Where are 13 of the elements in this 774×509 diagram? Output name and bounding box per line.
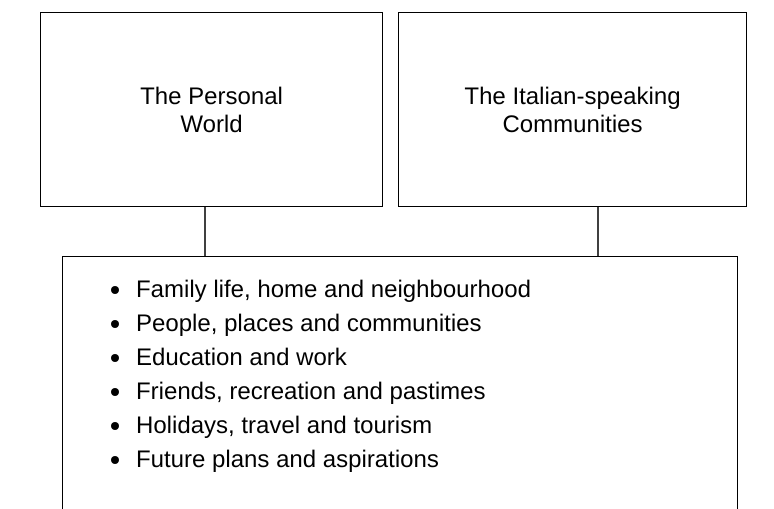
- list-item: People, places and communities: [111, 307, 531, 341]
- theme-title: The Italian-speaking Communities: [463, 83, 682, 139]
- theme-box: [398, 12, 747, 207]
- list-item: Holidays, travel and tourism: [111, 409, 531, 443]
- topic-list-box: [62, 256, 738, 509]
- connector-line: [204, 207, 206, 256]
- theme-box: [40, 12, 383, 207]
- connector-line: [597, 207, 599, 256]
- list-item: Education and work: [111, 341, 531, 375]
- theme-title: The Personal World: [139, 83, 284, 139]
- list-item: Family life, home and neighbourhood: [111, 273, 531, 307]
- list-item: Friends, recreation and pastimes: [111, 375, 531, 409]
- list-item: Future plans and aspirations: [111, 443, 531, 477]
